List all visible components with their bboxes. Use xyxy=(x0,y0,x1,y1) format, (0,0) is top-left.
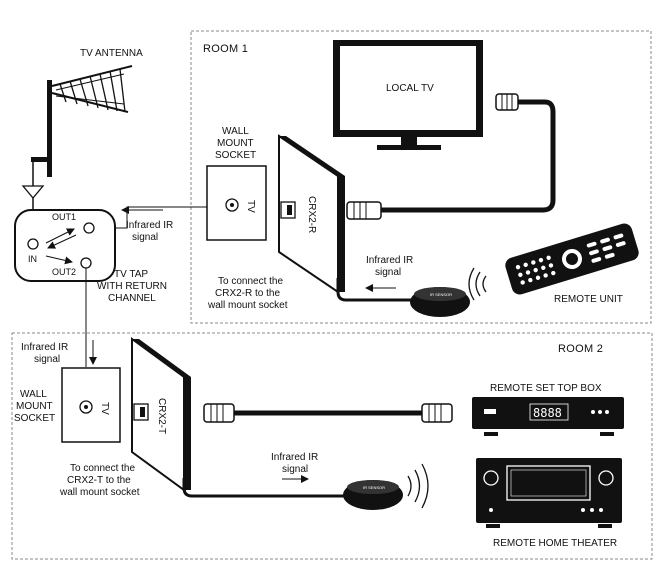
svg-text:MOUNT: MOUNT xyxy=(217,138,254,149)
socket-tv-label-2: TV xyxy=(99,402,110,415)
tv-tap-box xyxy=(14,209,116,282)
crx2-r-unit xyxy=(278,134,345,294)
coax-plug-icon-2 xyxy=(346,201,382,220)
svg-text:To connect the: To connect the xyxy=(70,463,135,474)
tap-to-room1-cable xyxy=(115,206,208,229)
remote-home-theater-label: REMOTE HOME THEATER xyxy=(493,538,617,549)
svg-text:SOCKET: SOCKET xyxy=(215,150,256,161)
tv-coax-cable xyxy=(380,99,556,213)
set-top-box-icon xyxy=(472,397,624,436)
svg-text:Infrared IR: Infrared IR xyxy=(126,220,173,231)
tap-in-label: IN xyxy=(28,254,37,264)
room1-boundary xyxy=(190,30,652,324)
svg-text:Infrared IR: Infrared IR xyxy=(271,452,318,463)
tap-out2-label: OUT2 xyxy=(52,267,76,277)
crx2-t-unit xyxy=(131,337,191,492)
wall-mount-socket-1 xyxy=(206,165,267,241)
svg-text:wall mount socket: wall mount socket xyxy=(207,300,288,311)
ir-signal-label-3: Infrared IR signal xyxy=(21,342,68,365)
connect-r-caption: To connect the CRX2-R to the wall mount … xyxy=(207,276,288,311)
svg-text:SOCKET: SOCKET xyxy=(14,413,55,424)
antenna-icon xyxy=(31,65,133,177)
svg-text:WALL: WALL xyxy=(20,389,47,400)
svg-text:To connect the: To connect the xyxy=(218,276,283,287)
wall-mount-socket-label-2: WALL MOUNT SOCKET xyxy=(14,389,55,424)
crx2-t-label: CRX2-T xyxy=(156,398,167,434)
svg-text:MOUNT: MOUNT xyxy=(16,401,53,412)
tap-out1-label: OUT1 xyxy=(52,212,76,222)
crx2-r-label: CRX2-R xyxy=(306,196,317,233)
svg-text:CHANNEL: CHANNEL xyxy=(108,293,156,304)
ir-waves-icon xyxy=(468,267,487,301)
connect-t-caption: To connect the CRX2-T to the wall mount … xyxy=(59,463,140,498)
coax-plug-icon-3 xyxy=(203,403,235,423)
ir-sensor-label-2: IR SENSOR xyxy=(363,485,385,490)
svg-text:signal: signal xyxy=(34,354,60,365)
ir-sensor-cable-2 xyxy=(182,478,345,498)
svg-text:Infrared IR: Infrared IR xyxy=(366,255,413,266)
ir-signal-label-4: Infrared IR signal xyxy=(271,452,318,475)
home-theater-icon xyxy=(476,458,622,528)
antenna-input-triangle xyxy=(21,185,45,200)
remote-stb-label: REMOTE SET TOP BOX xyxy=(490,383,602,394)
ir-sensor-label-1: IR SENSOR xyxy=(430,292,452,297)
remote-unit-label: REMOTE UNIT xyxy=(554,294,623,305)
ir-signal-label-2: Infrared IR signal xyxy=(366,255,413,278)
wall-mount-socket-label-1: WALL MOUNT SOCKET xyxy=(215,126,256,161)
coax-plug-icon xyxy=(495,93,519,111)
tv-tap-caption: TV TAP WITH RETURN CHANNEL xyxy=(97,269,167,304)
svg-text:WALL: WALL xyxy=(222,126,249,137)
svg-text:TV TAP: TV TAP xyxy=(114,269,148,280)
tv-icon xyxy=(333,40,483,150)
ir-waves-icon-2 xyxy=(407,463,429,509)
stb-display: 8888 xyxy=(533,406,562,420)
room2-label: ROOM 2 xyxy=(558,343,603,355)
svg-text:wall mount socket: wall mount socket xyxy=(59,487,140,498)
room2-boundary xyxy=(11,332,653,560)
svg-text:Infrared IR: Infrared IR xyxy=(21,342,68,353)
coax-plug-icon-4 xyxy=(421,403,453,423)
ir-sensor-icon-2 xyxy=(343,480,403,510)
svg-text:signal: signal xyxy=(282,464,308,475)
ir-sensor-cable-1 xyxy=(336,278,412,302)
svg-text:CRX2-T to the: CRX2-T to the xyxy=(67,475,131,486)
svg-text:signal: signal xyxy=(132,232,158,243)
svg-text:signal: signal xyxy=(375,267,401,278)
tv-antenna-label: TV ANTENNA xyxy=(80,48,143,59)
svg-text:CRX2-R to the: CRX2-R to the xyxy=(215,288,280,299)
local-tv-label: LOCAL TV xyxy=(386,83,434,94)
ir-sensor-icon xyxy=(410,287,470,317)
socket-tv-label-1: TV xyxy=(245,200,256,213)
ir-signal-label-1: Infrared IR signal xyxy=(126,220,173,243)
room1-label: ROOM 1 xyxy=(203,43,248,55)
remote-control-icon xyxy=(505,223,639,295)
svg-text:WITH RETURN: WITH RETURN xyxy=(97,281,167,292)
